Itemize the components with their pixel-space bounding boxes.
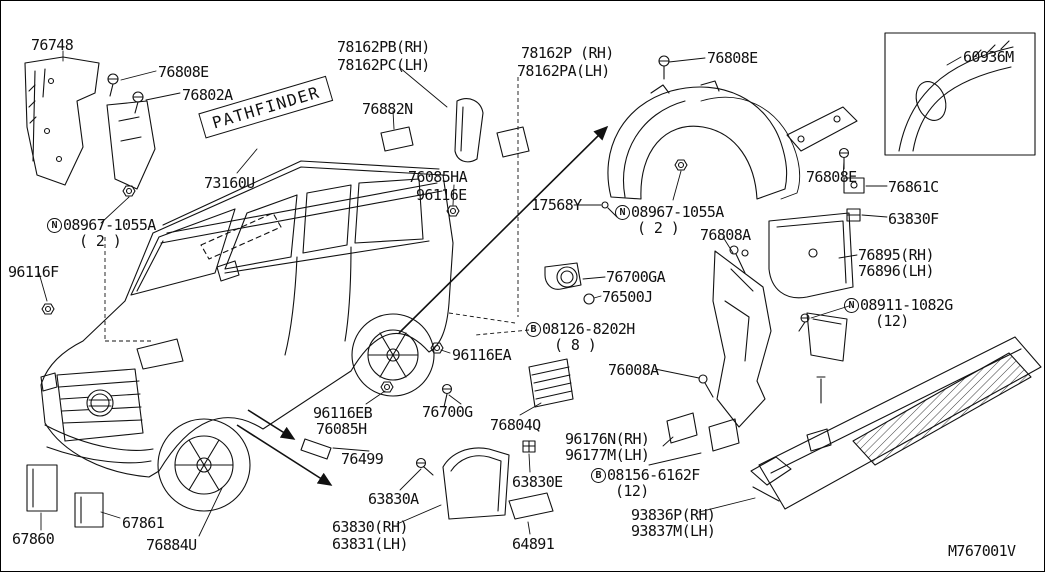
fender-stay-assembly	[666, 249, 848, 452]
direction-arrows	[236, 125, 609, 486]
nut-icon	[122, 185, 136, 197]
floor-pads	[26, 464, 104, 528]
fastener-letter-circle: B	[591, 467, 606, 483]
fastener-qty: ( 8 )	[554, 336, 597, 354]
part-label: 63831(LH)	[332, 535, 408, 553]
fastener-callout: N 08967-1055A	[47, 216, 156, 234]
part-label: 76748	[31, 36, 74, 54]
mud-guard-right	[768, 212, 854, 299]
part-label: 17568Y	[531, 196, 582, 214]
part-label: 76882N	[362, 100, 413, 118]
part-label: 78162PA(LH)	[517, 62, 610, 80]
fastener-number: 08156-6162F	[607, 466, 700, 484]
fastener-qty: ( 2 )	[79, 232, 122, 250]
part-label: 76808A	[700, 226, 751, 244]
vehicle-illustration	[40, 160, 454, 512]
fastener-letter-circle: N	[615, 204, 630, 220]
part-label: 76700GA	[606, 268, 666, 286]
part-label: 64891	[512, 535, 555, 553]
screw-icon	[798, 313, 810, 332]
part-label: 67860	[12, 530, 55, 548]
part-label: 60936M	[963, 48, 1014, 66]
part-label: 63830A	[368, 490, 419, 508]
fastener-callout: N 08967-1055A	[615, 203, 724, 221]
part-label: 67861	[122, 514, 165, 532]
screw-icon	[658, 55, 670, 80]
part-label: 76500J	[602, 288, 653, 306]
mud-guard-bottom	[300, 438, 554, 520]
part-label: 96116F	[8, 263, 59, 281]
part-label: 76808E	[707, 49, 758, 67]
part-label: 76861C	[888, 178, 939, 196]
part-label: 76499	[341, 450, 384, 468]
part-label: 76085HA	[408, 168, 468, 186]
part-label: 96116EA	[452, 346, 512, 364]
diagram-code: M767001V	[948, 542, 1016, 560]
part-label: 93836P(RH)	[631, 506, 716, 524]
nut-icon	[41, 303, 55, 315]
nut-icon	[430, 342, 444, 354]
part-label: 76895(RH)	[858, 246, 934, 264]
dashed-lines	[104, 77, 530, 342]
part-label: 76802A	[182, 86, 233, 104]
fastener-qty: (12)	[875, 312, 909, 330]
part-label: 96116EB	[313, 404, 373, 422]
bolt-icon	[729, 245, 746, 274]
part-label: 76884U	[146, 536, 197, 554]
part-label: 76804Q	[490, 416, 541, 434]
fastener-glyphs	[41, 55, 850, 476]
nut-icon	[446, 205, 460, 217]
screw-icon	[415, 457, 434, 476]
screw-icon	[107, 73, 119, 97]
running-board	[750, 336, 1042, 510]
part-label: 93837M(LH)	[631, 522, 716, 540]
fastener-number: 08126-8202H	[542, 320, 635, 338]
fastener-callout: N 08911-1082G	[844, 296, 953, 314]
fastener-qty: (12)	[615, 482, 649, 500]
fastener-number: 08911-1082G	[860, 296, 953, 314]
fastener-qty: ( 2 )	[637, 219, 680, 237]
nut-icon	[380, 381, 394, 393]
fastener-number: 08967-1055A	[631, 203, 724, 221]
part-label: 63830E	[512, 473, 563, 491]
leader-lines	[38, 50, 962, 537]
rear-wheelhouse-liner	[607, 80, 865, 222]
fastener-number: 08967-1055A	[63, 216, 156, 234]
part-label: 76896(LH)	[858, 262, 934, 280]
part-label: 78162PC(LH)	[337, 56, 430, 74]
insulator-panel	[24, 56, 156, 190]
part-label: 78162P (RH)	[521, 44, 614, 62]
part-label: 76008A	[608, 361, 659, 379]
nut-icon	[674, 159, 688, 171]
part-label: 96116E	[416, 186, 467, 204]
part-label: 63830(RH)	[332, 518, 408, 536]
part-label: 76808E	[158, 63, 209, 81]
bolt-icon	[698, 374, 714, 398]
front-fender-liner	[380, 98, 530, 163]
part-label: 76700G	[422, 403, 473, 421]
fastener-letter-circle: N	[47, 217, 62, 233]
detail-inset-box	[884, 32, 1036, 156]
fastener-letter-circle: B	[526, 321, 541, 337]
part-label: 78162PB(RH)	[337, 38, 430, 56]
part-label: 96176N(RH)	[565, 430, 650, 448]
screw-icon	[132, 91, 144, 114]
part-label: 76085H	[316, 420, 367, 438]
part-label: 73160U	[204, 174, 255, 192]
part-label: 63830F	[888, 210, 939, 228]
fastener-callout: B 08126-8202H	[526, 320, 635, 338]
fastener-callout: B 08156-6162F	[591, 466, 700, 484]
part-label: 96177M(LH)	[565, 446, 650, 464]
fastener-letter-circle: N	[844, 297, 859, 313]
part-label: 76808E	[806, 168, 857, 186]
screw-icon	[441, 383, 453, 408]
